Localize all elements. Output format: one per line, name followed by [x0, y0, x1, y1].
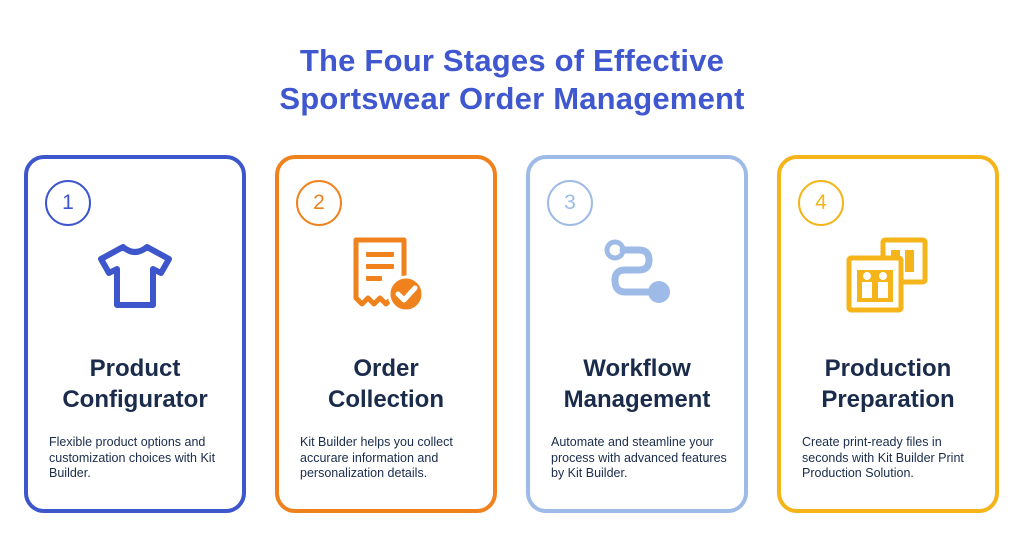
tshirt-icon [28, 235, 242, 317]
stage-description: Automate and steamline your process with… [551, 435, 727, 480]
receipt-check-icon [279, 235, 493, 317]
stage-card-workflow-management: 3 Workflow Management Automate and steam… [526, 155, 748, 513]
stage-number-badge: 1 [45, 180, 91, 226]
stage-card-order-collection: 2 Order Collection Kit Builder helps you… [275, 155, 497, 513]
stage-number-badge: 3 [547, 180, 593, 226]
workflow-path-icon [530, 235, 744, 317]
stage-heading: Product Configurator [62, 355, 208, 413]
stage-heading: Order Collection [327, 355, 444, 413]
stage-description: Create print-ready files in seconds with… [802, 435, 964, 480]
stage-description: Flexible product options and customizati… [49, 435, 216, 480]
stage-heading: Production Preparation [821, 355, 955, 413]
print-files-icon [781, 235, 995, 317]
stage-card-production-preparation: 4 Production Preparation Create print-re… [777, 155, 999, 513]
stage-number-badge: 2 [296, 180, 342, 226]
title-line-1: The Four Stages of Effective [299, 43, 725, 78]
stage-number-badge: 4 [798, 180, 844, 226]
page-title: The Four Stages of Effective Sportswear … [0, 42, 1024, 118]
stage-card-product-configurator: 1 Product Configurator Flexible product … [24, 155, 246, 513]
stage-description: Kit Builder helps you collect accurare i… [300, 435, 453, 480]
stage-heading: Workflow Management [563, 355, 711, 413]
title-line-2: Sportswear Order Management [279, 81, 745, 116]
